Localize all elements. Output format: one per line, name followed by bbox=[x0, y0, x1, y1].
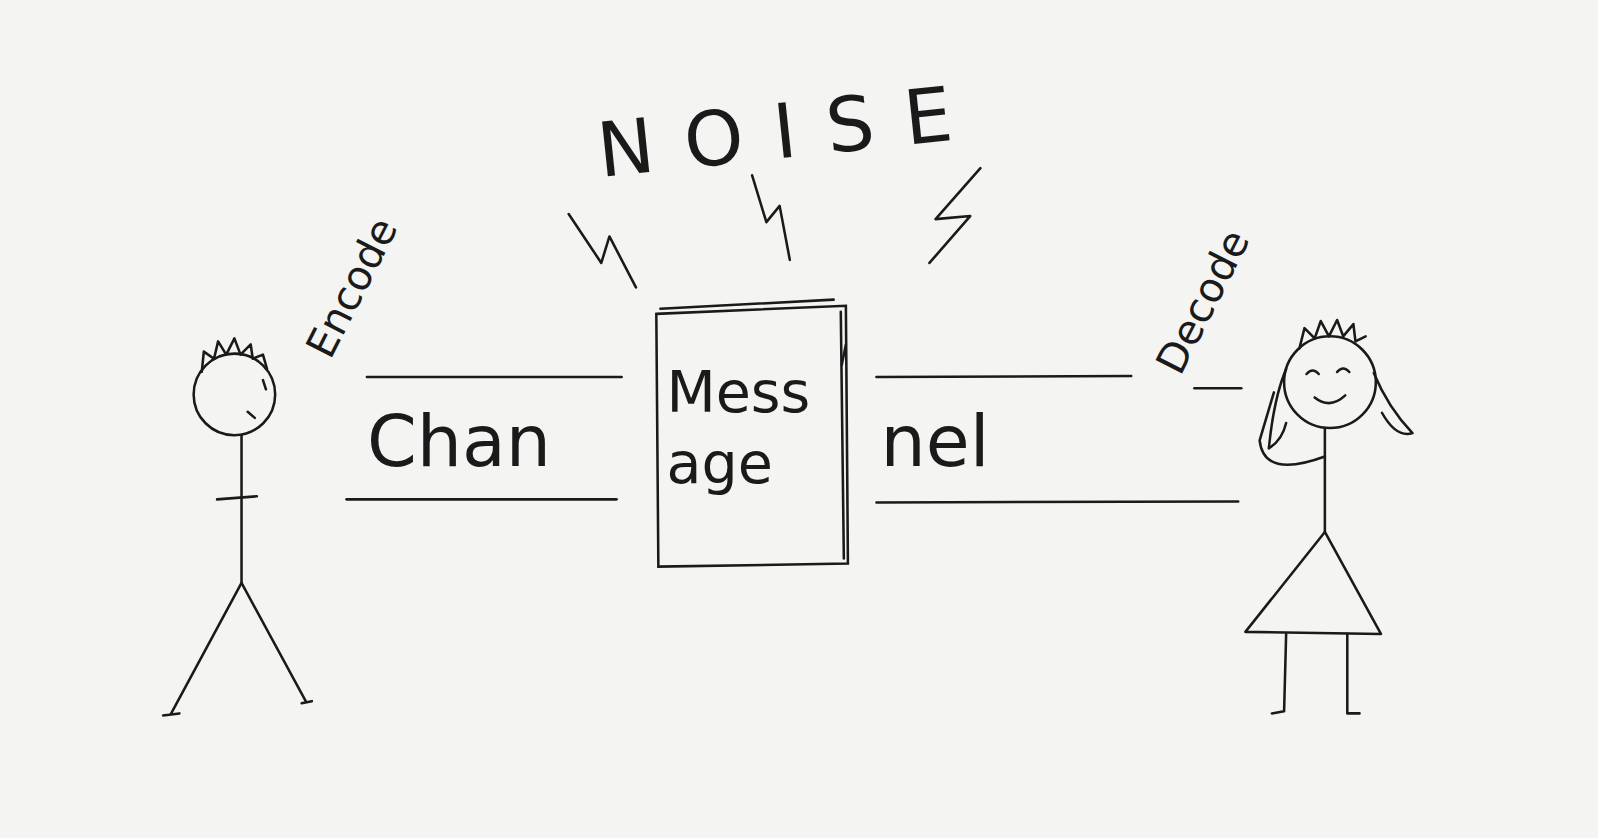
band-line bbox=[367, 376, 622, 379]
noise-label: NOISE bbox=[594, 73, 986, 188]
band-line bbox=[347, 498, 617, 501]
box-line bbox=[841, 312, 844, 559]
band-line bbox=[876, 376, 1131, 377]
lightning-bolts bbox=[569, 168, 981, 287]
channel-text: nel bbox=[881, 406, 990, 477]
sender-figure bbox=[163, 338, 312, 715]
box-line bbox=[842, 344, 846, 364]
message-box: Mess age bbox=[652, 304, 851, 567]
encode-label: Encode bbox=[299, 211, 403, 363]
band-line bbox=[876, 501, 1238, 502]
box-line bbox=[656, 306, 848, 567]
box-line bbox=[660, 300, 833, 309]
receiver-figure bbox=[1194, 320, 1412, 713]
channel-text: Chan bbox=[367, 406, 551, 477]
decode-label: Decode bbox=[1149, 223, 1256, 379]
message-text: Mess age bbox=[667, 357, 830, 500]
